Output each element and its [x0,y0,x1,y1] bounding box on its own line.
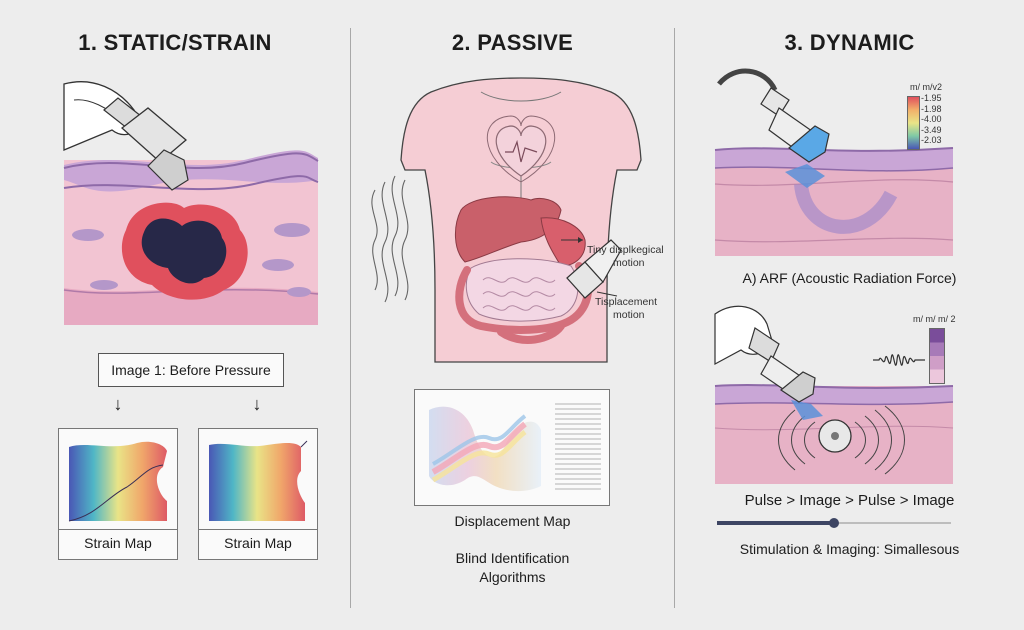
scale-top-bar [907,96,920,150]
torso-illustration [371,77,642,363]
motion-label-1: Tiny displkegical motion [587,244,677,270]
algorithm-line1: Blind Identification [455,550,570,566]
panel-title: 1. STATIC/STRAIN [78,30,272,55]
sequence-progress-knob [829,518,839,528]
scale-top-title: m/ m/v2 [910,82,943,92]
arf-illustration [714,68,954,256]
strain-map-right-image [209,440,308,521]
motion-label-1-line2: motion [613,257,645,269]
simultaneous-label: Stimulation & Imaging: Simallesous [739,541,960,557]
strain-map-left: Strain Map [58,428,178,560]
static-tissue-illustration [63,81,319,325]
arrow-down-right: ↓ [252,394,262,414]
scale-top-value: -1.95 [921,93,942,103]
panel-passive: 2. PASSIVE Tiny displkegical mo [351,0,674,630]
scale-top-value: -4.00 [921,114,942,124]
motion-label-2: Tisplacement motion [595,296,675,322]
before-pressure-label: Image 1: Before Pressure [111,362,271,378]
panel-title: 3. DYNAMIC [784,30,915,55]
strain-map-right: Strain Map [198,428,318,560]
scale-top-values: -1.95 -1.98 -4.00 -3.49 -2.03 [921,93,942,146]
shear-wave-illustration [714,305,954,484]
before-pressure-box: Image 1: Before Pressure [98,353,284,387]
strain-map-left-image [68,441,167,522]
sequence-label: Pulse > Image > Pulse > Image [744,492,955,509]
scale-top-value: -3.49 [921,124,942,135]
panel-title: 2. PASSIVE [451,30,574,55]
panel-dynamic: 3. DYNAMIC m/ m/v2 -1.95 -1.98 -4.00 -3.… [675,0,1024,630]
arrow-down-left: ↓ [113,394,123,414]
scale-bottom-bar [929,328,945,384]
waveform-icon [873,354,925,366]
strain-map-right-caption: Strain Map [224,535,292,551]
motion-label-2-line1: Tisplacement [595,296,658,308]
scale-top-value: -1.98 [921,103,942,114]
motion-label-2-line2: motion [613,309,645,321]
displacement-map-caption: Displacement Map [454,513,571,529]
motion-label-1-line1: Tiny displkegical [587,244,664,256]
displacement-map [414,389,610,506]
divider-1 [350,28,351,608]
algorithm-label: Blind Identification Algorithms [351,549,674,587]
arf-caption: A) ARF (Acoustic Radiation Force) [742,270,957,286]
displacement-map-image [429,403,601,492]
panel-static: 1. STATIC/STRAIN Image 1: Before Pressur… [0,0,350,630]
scale-top-value: -2.03 [921,135,942,145]
strain-map-left-caption: Strain Map [84,535,152,551]
divider-2 [674,28,675,608]
sequence-progress-fill [717,521,834,525]
scale-bottom-title: m/ m/ m/ 2 [913,314,956,324]
algorithm-line2: Algorithms [479,569,546,585]
